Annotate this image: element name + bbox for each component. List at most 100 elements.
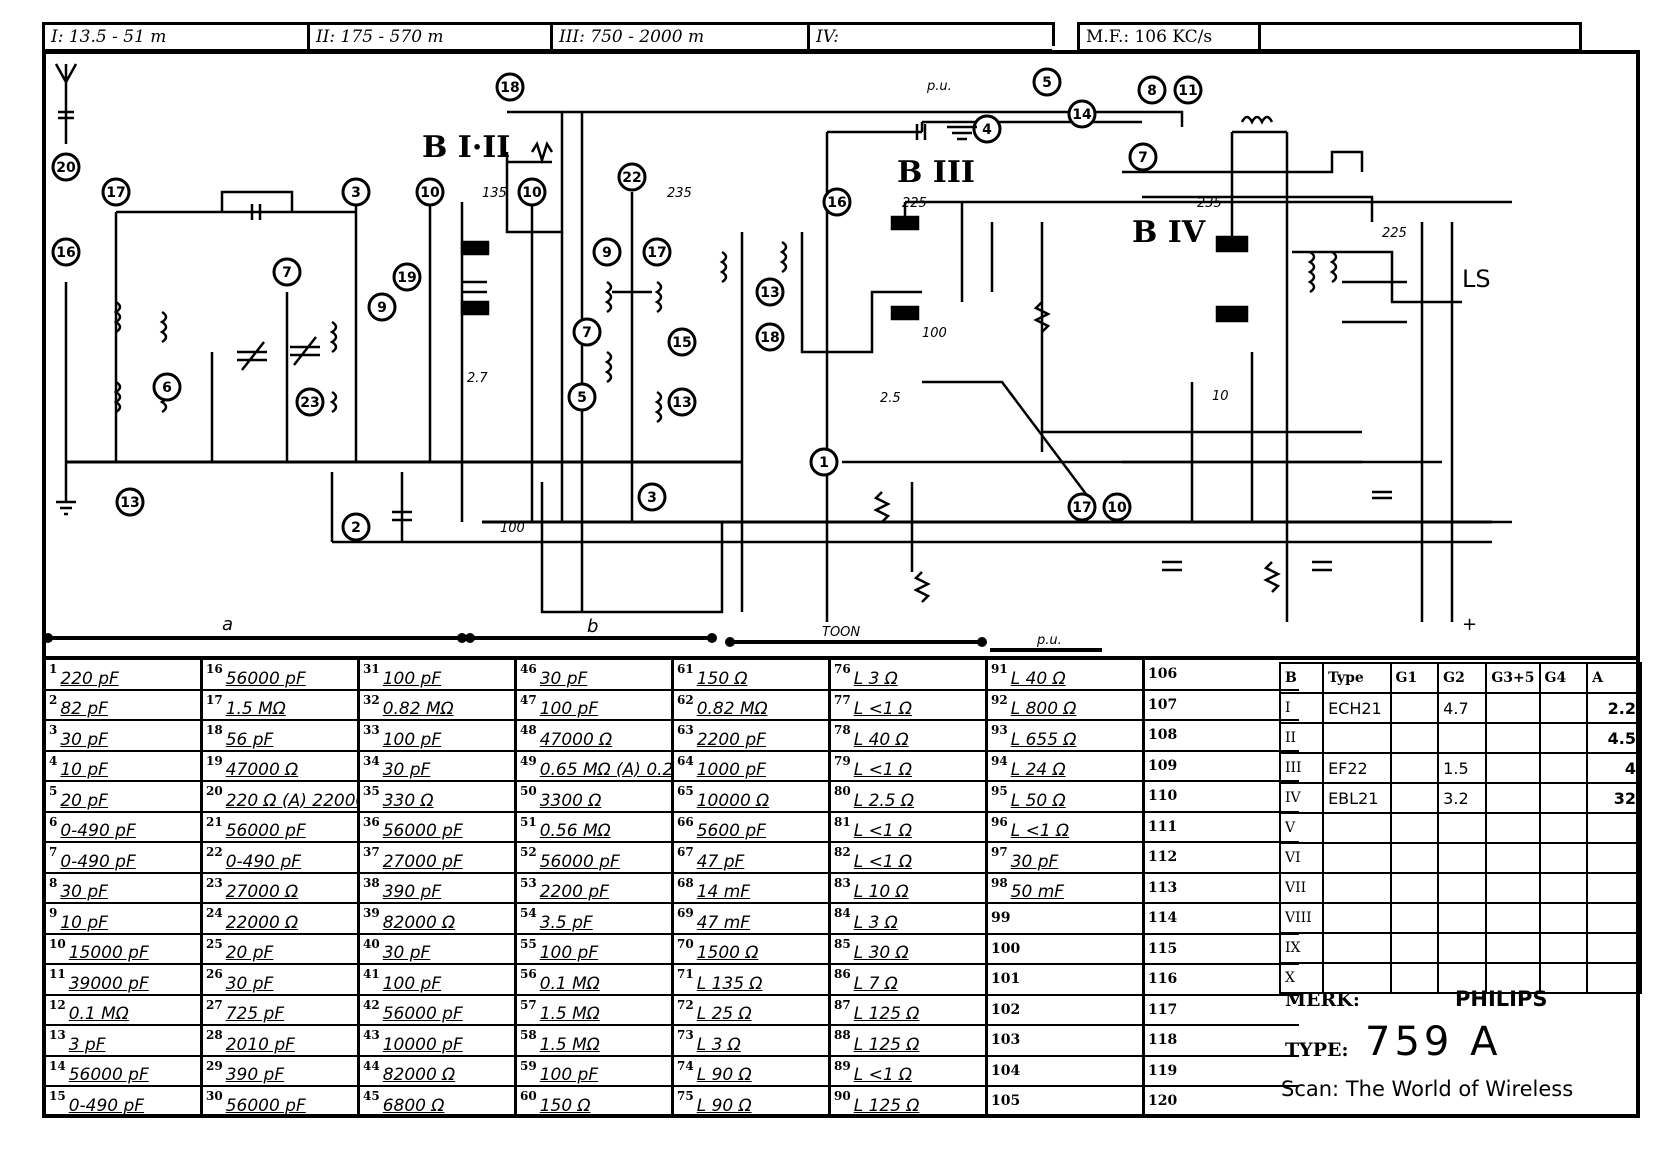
ground-icon bbox=[947, 125, 977, 141]
part-number: 107 bbox=[1148, 696, 1178, 713]
part-row: 116 bbox=[1145, 965, 1299, 996]
svg-text:11: 11 bbox=[1178, 83, 1197, 99]
part-number: 66 bbox=[677, 814, 694, 829]
part-row: 102 bbox=[988, 996, 1142, 1026]
tube-type: EBL21 bbox=[1322, 782, 1392, 814]
part-number: 77 bbox=[834, 692, 851, 707]
part-number: 69 bbox=[677, 906, 694, 920]
voltage-label: 225 bbox=[902, 196, 927, 211]
coil-72 bbox=[113, 300, 122, 334]
part-number: 4 bbox=[49, 753, 58, 768]
part-value: 82000 Ω bbox=[382, 912, 456, 933]
tube-voltage bbox=[1538, 812, 1589, 844]
part-value: L 7 Ω bbox=[853, 973, 898, 994]
tube-position: IV bbox=[1278, 782, 1325, 814]
capacitor-68 bbox=[1312, 560, 1332, 572]
part-number: 11 bbox=[49, 967, 66, 981]
part-row: 103 bbox=[988, 1026, 1142, 1057]
part-row: 118 bbox=[1145, 1026, 1299, 1057]
tube-type bbox=[1322, 812, 1392, 844]
tube-voltage bbox=[1538, 962, 1589, 994]
part-number: 57 bbox=[520, 997, 537, 1012]
part-row: 119 bbox=[1145, 1057, 1299, 1087]
tube-voltage bbox=[1389, 812, 1440, 844]
part-number: 106 bbox=[1148, 666, 1178, 683]
svg-text:13: 13 bbox=[760, 285, 779, 301]
tube-position: III bbox=[1278, 752, 1325, 784]
part-value: 20 pF bbox=[225, 943, 274, 963]
tube-voltage bbox=[1586, 872, 1642, 904]
part-number: 43 bbox=[363, 1028, 380, 1042]
part-value: 30 pF bbox=[539, 668, 588, 689]
tube-biii-anode bbox=[890, 215, 920, 231]
part-value: 0.1 MΩ bbox=[68, 1004, 129, 1024]
tube-voltage bbox=[1586, 812, 1642, 844]
part-number: 52 bbox=[520, 845, 537, 859]
tube-voltage: 3.2 bbox=[1437, 782, 1488, 814]
part-value: 47000 Ω bbox=[539, 729, 613, 750]
tube-voltage bbox=[1586, 932, 1642, 964]
node-18: 18 bbox=[495, 72, 525, 102]
svg-text:23: 23 bbox=[300, 395, 319, 411]
tube-table-header-cell: A bbox=[1586, 662, 1642, 694]
part-value: L 50 Ω bbox=[1010, 790, 1066, 811]
tube-biv-cathode bbox=[1215, 305, 1249, 323]
part-value: L <1 Ω bbox=[853, 851, 913, 872]
svg-text:5: 5 bbox=[1042, 75, 1052, 91]
tube-voltage bbox=[1586, 842, 1642, 874]
part-value: 100 pF bbox=[382, 973, 442, 994]
node-5: 5 bbox=[567, 382, 597, 412]
part-number: 46 bbox=[520, 662, 537, 676]
part-value: 47 pF bbox=[696, 851, 745, 872]
tube-voltage bbox=[1437, 902, 1488, 934]
part-number: 31 bbox=[363, 662, 380, 676]
tube-bi-ii-anode bbox=[460, 240, 490, 256]
part-number: 27 bbox=[206, 997, 223, 1012]
part-number: 89 bbox=[834, 1058, 851, 1073]
band-4-range: IV: bbox=[807, 22, 1052, 52]
part-number: 33 bbox=[363, 723, 380, 737]
tube-voltage bbox=[1485, 932, 1541, 964]
tube-table-row: V bbox=[1278, 812, 1642, 844]
part-row: 107 bbox=[1145, 691, 1299, 721]
part-value: 220 pF bbox=[60, 668, 119, 689]
tube-table-row: VII bbox=[1278, 872, 1642, 904]
part-value: 30 pF bbox=[60, 729, 108, 750]
part-value: L <1 Ω bbox=[1010, 821, 1070, 841]
part-number: 82 bbox=[834, 845, 851, 859]
bus-lines bbox=[48, 636, 1102, 652]
tube-voltage bbox=[1485, 722, 1541, 754]
node-7: 7 bbox=[272, 257, 302, 287]
part-number: 103 bbox=[991, 1032, 1021, 1049]
tube-voltage bbox=[1485, 842, 1541, 874]
node-10b: 10 bbox=[517, 177, 547, 207]
part-number: 37 bbox=[363, 845, 380, 859]
part-value: 3 pF bbox=[68, 1034, 106, 1055]
part-number: 63 bbox=[677, 723, 694, 737]
node-6: 6 bbox=[152, 372, 182, 402]
tube-label-biv: B IV bbox=[1132, 215, 1206, 250]
part-value: 10000 Ω bbox=[696, 790, 770, 811]
band-2-range: II: 175 - 570 m bbox=[307, 22, 550, 52]
type-label: TYPE: bbox=[1285, 1039, 1349, 1061]
part-row: 108 bbox=[1145, 721, 1299, 752]
tube-position: II bbox=[1278, 722, 1325, 754]
part-number: 40 bbox=[363, 936, 380, 951]
part-value: 1.5 MΩ bbox=[539, 1004, 600, 1024]
svg-text:4: 4 bbox=[982, 122, 992, 138]
part-value: L 90 Ω bbox=[696, 1095, 752, 1116]
output-transformer-secondary bbox=[1329, 250, 1338, 284]
part-value: L 2.5 Ω bbox=[853, 790, 915, 811]
svg-text:2: 2 bbox=[351, 520, 361, 536]
